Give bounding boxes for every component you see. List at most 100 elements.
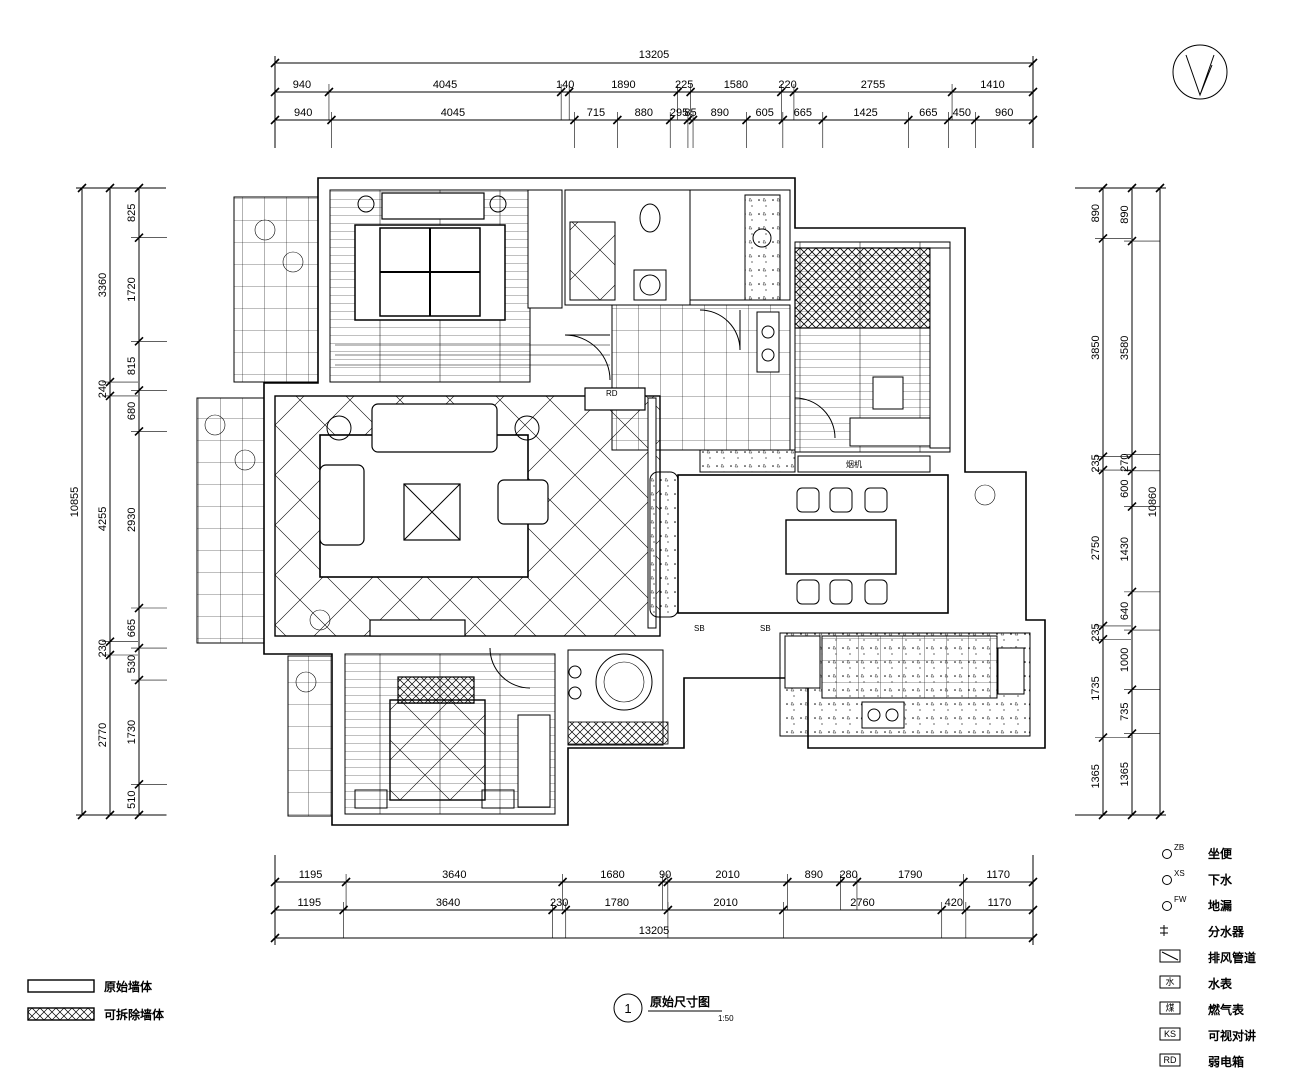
dimension-label: 270 — [1119, 454, 1131, 472]
tv-cabinet — [369, 619, 466, 637]
plant-icons — [204, 219, 996, 693]
legend-code: 煤 — [1165, 1002, 1174, 1013]
dimension-label: 510 — [126, 790, 138, 808]
title-scale: 1:50 — [718, 1014, 734, 1023]
dimension-label: 1730 — [126, 720, 138, 744]
toilet-icon — [639, 203, 661, 233]
dimension-label: 1000 — [1119, 648, 1131, 672]
wardrobe-top — [527, 189, 563, 309]
dimension-label: 1790 — [898, 869, 922, 881]
dimension-label: 220 — [778, 79, 796, 91]
dimension-label: 4045 — [441, 107, 465, 119]
dimension-label: 3850 — [1090, 335, 1102, 359]
dining-chairs — [796, 487, 888, 605]
north-arrow-icon — [1172, 44, 1228, 100]
dimension-label: 2760 — [850, 897, 874, 909]
dimension-label: 230 — [97, 639, 109, 657]
dimension-label: 960 — [995, 107, 1013, 119]
dimension-label: 880 — [635, 107, 653, 119]
dimension-label: 1430 — [1119, 537, 1131, 561]
dimension-label: 940 — [294, 107, 312, 119]
manifold-icon — [1160, 925, 1168, 936]
washer-icon — [639, 274, 661, 296]
study-rug — [794, 247, 931, 329]
dimension-label: 1170 — [986, 869, 1010, 881]
dining-table — [785, 519, 897, 575]
dimension-label: 1195 — [299, 869, 323, 881]
balcony-bottom-left — [287, 655, 334, 817]
dimension-ticks — [77, 58, 1165, 943]
dimension-label: 890 — [1090, 204, 1102, 222]
dimension-label: 2770 — [97, 723, 109, 747]
dimension-label: 3580 — [1119, 336, 1131, 360]
dimension-label: 295 — [670, 107, 688, 119]
dimension-label: 600 — [1119, 479, 1131, 497]
legend-code: 水 — [1165, 976, 1174, 987]
dimension-label: 2755 — [861, 79, 885, 91]
dimension-label: 1720 — [126, 277, 138, 301]
title-text: 原始尺寸图 — [650, 994, 710, 1009]
dimension-label: 2010 — [715, 869, 739, 881]
wall-legend-label: 可拆除墙体 — [104, 1007, 165, 1022]
dimension-label: 240 — [97, 380, 109, 398]
round-table — [595, 653, 653, 711]
symbol-legend-item: XS 下水 — [1162, 869, 1233, 887]
study-chair — [872, 376, 904, 410]
legend-box-icon — [1159, 1053, 1181, 1067]
dimension-lines — [76, 56, 1166, 945]
shower-area — [569, 221, 616, 301]
dimension-label: 530 — [126, 655, 138, 673]
dimension-label: 815 — [126, 357, 138, 375]
sofa-left — [319, 464, 365, 546]
legend-label: 可视对讲 — [1208, 1028, 1256, 1043]
legend-label: 排风管道 — [1208, 950, 1256, 965]
dimension-label: 1580 — [724, 79, 748, 91]
dimension-total: 13205 — [639, 925, 670, 937]
dimension-label: 1890 — [611, 79, 635, 91]
floor-plan: RD 烟机 SB SB — [196, 177, 1046, 826]
dimension-label: 680 — [126, 402, 138, 420]
armchair — [497, 479, 549, 525]
dimension-label: 890 — [805, 869, 823, 881]
dimension-total: 13205 — [639, 49, 670, 61]
dimension-label: 665 — [919, 107, 937, 119]
legend-label: 水表 — [1208, 976, 1233, 991]
rd-label: RD — [606, 389, 618, 398]
sb-label-2: SB — [760, 624, 771, 633]
dimension-label: 735 — [1119, 702, 1131, 720]
legend-code: XS — [1174, 869, 1185, 878]
dimension-label: 890 — [711, 107, 729, 119]
legend-circle-icon — [1162, 901, 1172, 911]
dimension-label: 230 — [550, 897, 568, 909]
dimension-label: 4255 — [97, 507, 109, 531]
symbol-legend-item: 排风管道 — [1159, 949, 1256, 965]
dimension-label: 235 — [1090, 454, 1102, 472]
original-wall-swatch — [27, 979, 95, 993]
dimension-label: 2750 — [1090, 536, 1102, 560]
removable-wall-swatch — [27, 1007, 95, 1021]
stove — [861, 701, 905, 729]
dimension-label: 2010 — [713, 897, 737, 909]
legend-box-icon — [1159, 1027, 1181, 1041]
dimension-label: 4045 — [433, 79, 457, 91]
legend-label: 下水 — [1208, 872, 1233, 887]
symbol-legend-item: 煤 燃气表 — [1159, 1001, 1245, 1017]
legend-label: 分水器 — [1208, 924, 1245, 939]
legend-code: RD — [1164, 1055, 1177, 1065]
dimension-label: 1195 — [297, 897, 321, 909]
dimension-label: 1735 — [1090, 676, 1102, 700]
dimension-label: 3360 — [97, 273, 109, 297]
dimension-label: 890 — [1119, 205, 1131, 223]
dimension-label: 235 — [1090, 623, 1102, 641]
legend-label: 燃气表 — [1208, 1002, 1245, 1017]
dimension-label: 665 — [126, 619, 138, 637]
symbol-legend-item: 水 水表 — [1159, 975, 1233, 991]
dimension-label: 3640 — [442, 869, 466, 881]
dimension-label: 665 — [794, 107, 812, 119]
legend-circle-icon — [1162, 875, 1172, 885]
